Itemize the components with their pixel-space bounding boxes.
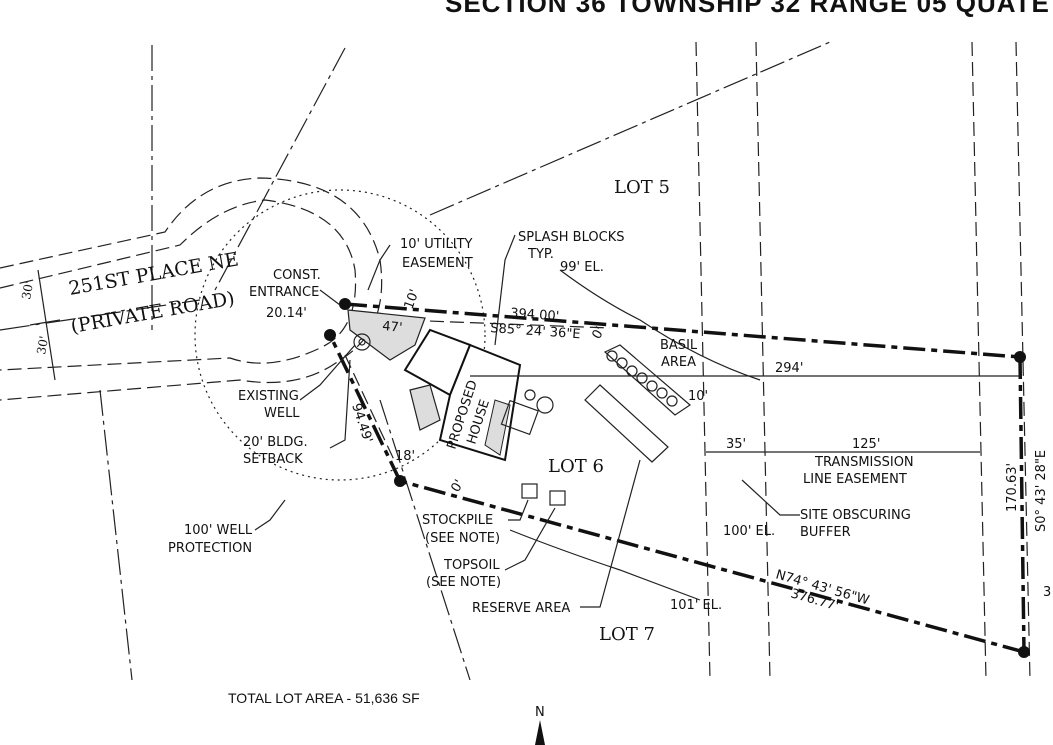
road-width-dimension [29,269,61,381]
section-header: SECTION 36 TOWNSHIP 32 RANGE 05 QUATE [445,0,1050,18]
lot6-label: LOT 6 [548,456,604,477]
wellprot-label-2: PROTECTION [168,541,252,556]
topsoil-box [549,490,566,506]
corner-marker [394,475,406,487]
dim-170-63: 170.63' [1005,463,1020,512]
dim-294: 294' [775,361,803,376]
dim-10-basil: 10' [688,389,708,404]
basil-label-2: AREA [661,355,696,370]
vertical-easement-lines [99,41,1031,681]
dim-18: 18' [395,449,415,464]
dim-47: 47' [382,319,403,336]
lot6-boundary [324,298,1030,658]
transmission-label-2: LINE EASEMENT [803,472,907,487]
existing-well-label-2: WELL [264,406,300,421]
splash-label-1: SPLASH BLOCKS [518,230,624,245]
stockpile-label-1: STOCKPILE [422,513,493,528]
proposed-house [403,328,554,462]
diagonal-center-lines [214,41,831,681]
dim-20-14: 20.14' [266,306,307,321]
north-arrow-icon [535,720,545,745]
el-99-label: 99' EL. [560,260,604,275]
wellprot-label-1: 100' WELL [184,523,253,538]
leader-lines [254,234,800,608]
existing-well-label-1: EXISTING [238,389,299,404]
contour-101 [509,529,701,601]
dim-125: 125' [852,437,880,452]
dim-3: 3 [1043,585,1051,600]
utility-label-2: EASEMENT [402,256,473,271]
basil-area [584,344,691,463]
dim-0-house: 0' [448,477,467,495]
utility-label-1: 10' UTILITY [400,237,473,252]
el-100-label: 100' EL. [723,524,775,539]
driveway [347,309,441,431]
buffer-label-1: SITE OBSCURING [800,508,911,523]
dim-35: 35' [726,437,746,452]
corner-marker [1014,351,1026,363]
corner-marker [324,329,336,341]
stockpile-box [521,483,538,499]
road-dim-top: 30' [19,280,36,301]
corner-marker [1018,646,1030,658]
bearing-right: S0° 43' 28"E [1034,450,1049,532]
transmission-label-1: TRANSMISSION [814,455,914,470]
lot5-label: LOT 5 [614,177,670,198]
stockpile-label-2: (SEE NOTE) [425,531,500,546]
corner-marker [339,298,351,310]
dim-394: 394.00' [510,306,560,324]
buffer-label-2: BUFFER [800,525,851,540]
dim-94-49: 94.49' [348,402,375,445]
existing-well-icon [353,333,371,351]
road-dim-bottom: 30' [34,335,51,356]
splash-label-2: TYP. [527,247,554,262]
bearing-top: S85° 24' 36"E [490,321,581,342]
dim-10-top: 10' [402,287,423,311]
north-label: N [535,705,545,720]
well-protection-circle [194,189,486,481]
private-road [0,177,383,401]
reserve-area-shape [584,384,669,463]
contour-99 [559,269,761,381]
total-lot-area: TOTAL LOT AREA - 51,636 SF [228,690,420,706]
el-101-label: 101' EL. [670,598,722,613]
topsoil-label-1: TOPSOIL [443,558,500,573]
basil-label-1: BASIL [660,338,698,353]
lot7-label: LOT 7 [599,624,655,645]
setback-label-1: 20' BLDG. [243,435,308,450]
const-label-1: CONST. [273,268,321,283]
setback-label-2: SETBACK [243,452,303,467]
reserve-label: RESERVE AREA [472,601,570,616]
topsoil-label-2: (SEE NOTE) [426,575,501,590]
const-label-2: ENTRANCE [249,285,319,300]
